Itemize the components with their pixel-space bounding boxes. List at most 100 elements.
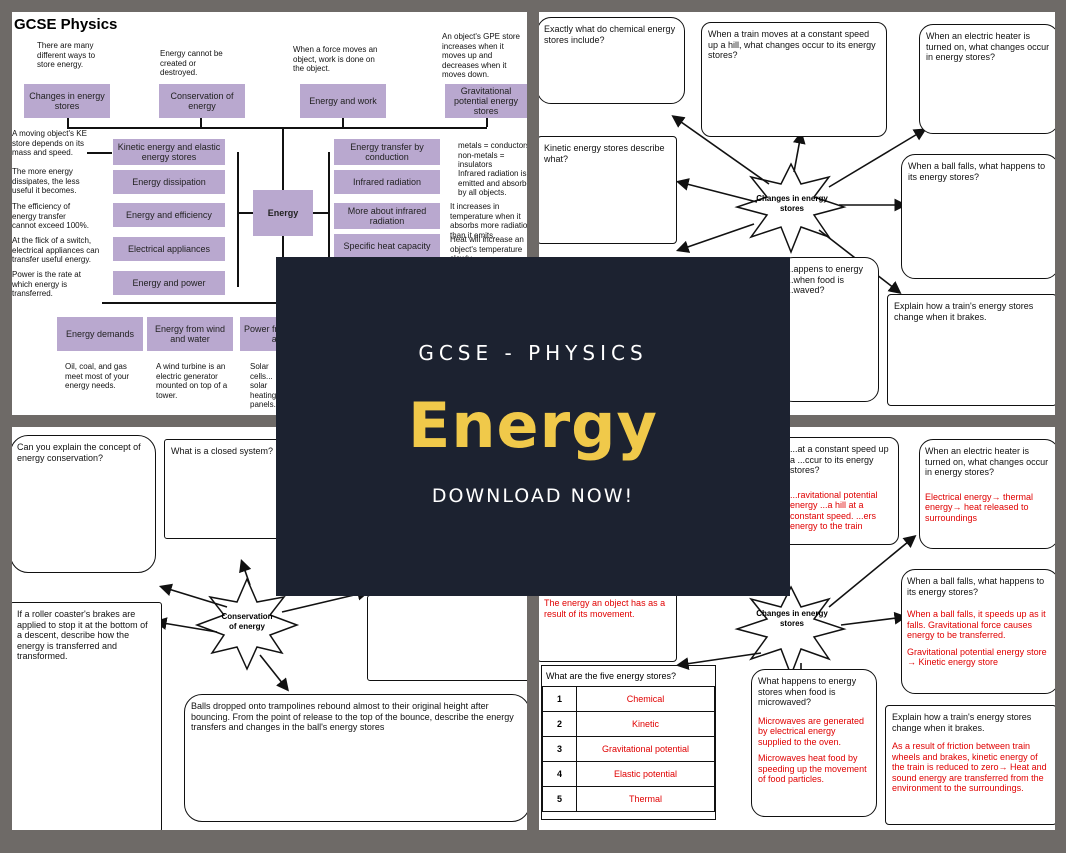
question-box[interactable]: When an electric heater is turned on, wh… (919, 24, 1055, 134)
question-text: Balls dropped onto trampolines rebound a… (191, 701, 514, 732)
question-box[interactable]: When a train moves at a constant speed u… (701, 22, 887, 137)
store-name: Elastic potential (576, 761, 715, 787)
note: At the flick of a switch, electrical app… (12, 236, 100, 264)
question-text: Kinetic energy stores describe what? (544, 143, 665, 164)
question-text: Explain how a train's energy stores chan… (894, 301, 1034, 322)
store-number: 1 (542, 686, 577, 712)
connector (87, 152, 112, 154)
question-text: ...at a constant speed up a ...ccur to i… (790, 444, 889, 475)
mindmap-panel: GCSE Physics There are many different wa… (12, 12, 527, 415)
note: When a force moves an object, work is do… (293, 45, 378, 73)
center-label: Changes in energy stores (756, 609, 828, 628)
connector (67, 117, 69, 127)
topic-box: Specific heat capacity (334, 234, 440, 258)
question-text: When an electric heater is turned on, wh… (925, 446, 1049, 477)
topic-box: Conservation of energy (159, 84, 245, 118)
download-cta[interactable]: DOWNLOAD NOW! (431, 485, 635, 507)
question-box[interactable]: Balls dropped onto trampolines rebound a… (184, 694, 527, 822)
question-text: Can you explain the concept of energy co… (17, 442, 141, 463)
topic-box: Energy and work (300, 84, 386, 118)
question-text: When a ball falls, what happens to its e… (908, 161, 1046, 182)
question-box[interactable]: ...appens to energy ...when food is ...w… (779, 257, 879, 402)
question-box[interactable]: Explain how a train's energy stores chan… (885, 705, 1055, 825)
answer-text: As a result of friction between train wh… (892, 741, 1047, 793)
topic-box: Energy and power (113, 271, 225, 295)
question-box[interactable]: ...at a constant speed up a ...ccur to i… (779, 437, 899, 545)
connector (342, 117, 344, 127)
store-number: 3 (542, 736, 577, 762)
question-text: When an electric heater is turned on, wh… (926, 31, 1050, 62)
answer-text: Microwaves are generated by electrical e… (758, 715, 865, 747)
question-box[interactable]: Kinetic energy stores describe what? (539, 136, 677, 244)
question-text: Explain how a train's energy stores chan… (892, 712, 1032, 733)
topic-box: Energy from wind and water (147, 317, 233, 351)
question-box[interactable]: Exactly what do chemical energy stores i… (539, 17, 685, 104)
note: Solar cells... solar heating panels. (250, 362, 277, 409)
store-number: 5 (542, 786, 577, 812)
answer-text: ...ravitational potential energy ...a hi… (790, 489, 878, 532)
answer-box[interactable] (367, 595, 527, 681)
answer-text: Electrical energy→ thermal energy→ heat … (925, 491, 1034, 523)
note: It increases in temperature when it abso… (450, 202, 527, 240)
question-box[interactable]: Explain how a train's energy stores chan… (887, 294, 1055, 406)
worksheet-questions-panel: Exactly what do chemical energy stores i… (539, 12, 1055, 415)
topic-box: Energy demands (57, 317, 143, 351)
note: Energy cannot be created or destroyed. (160, 49, 223, 77)
answer-text: Microwaves heat food by speeding up the … (758, 753, 867, 784)
question-box[interactable]: If a roller coaster's brakes are applied… (12, 602, 162, 830)
mindmap-title: GCSE Physics (14, 16, 118, 33)
store-name: Gravitational potential (576, 736, 715, 762)
topic-box: Energy dissipation (113, 170, 225, 194)
question-box[interactable]: What happens to energy stores when food … (751, 669, 877, 817)
note: Power is the rate at which energy is tra… (12, 270, 81, 298)
arrows-svg (671, 115, 927, 294)
connector (237, 212, 257, 214)
question-box[interactable]: What is a closed system? (164, 439, 292, 539)
note: A wind turbine is an electric generator … (156, 362, 228, 400)
topic-box: Changes in energy stores (24, 84, 110, 118)
question-box[interactable]: When a ball falls, what happens to its e… (901, 569, 1055, 694)
note: A moving object's KE store depends on it… (12, 129, 87, 157)
center-label: Changes in energy stores (756, 194, 828, 213)
question-text: If a roller coaster's brakes are applied… (17, 609, 148, 661)
question-text: ...appens to energy ...when food is ...w… (786, 264, 864, 295)
connector (328, 152, 330, 262)
note: The more energy dissipates, the less use… (12, 167, 80, 195)
store-name: Kinetic (576, 711, 715, 737)
store-number: 2 (542, 711, 577, 737)
connector (312, 212, 328, 214)
connector (200, 117, 202, 127)
center-label: Conservation of energy (221, 612, 273, 631)
connector (102, 302, 302, 304)
topic-box: Gravitational potential energy stores (445, 84, 527, 118)
topic-box: Kinetic energy and elastic energy stores (113, 139, 225, 165)
question-text: Exactly what do chemical energy stores i… (544, 24, 676, 45)
note: An object's GPE store increases when it … (442, 32, 521, 79)
connector (237, 152, 239, 287)
arrows-svg (153, 558, 371, 692)
banner-title: Energy (408, 389, 658, 462)
topic-box: Electrical appliances (113, 237, 225, 261)
connector (67, 127, 487, 129)
question-box[interactable]: When a ball falls, what happens to its e… (901, 154, 1055, 279)
store-number: 4 (542, 761, 577, 787)
note: Oil, coal, and gas meet most of your ene… (65, 362, 130, 390)
question-text: What happens to energy stores when food … (758, 676, 857, 707)
center-topic: Energy (253, 190, 313, 236)
note: metals = conductors. non-metals = insula… (458, 141, 527, 169)
question-box[interactable]: When an electric heater is turned on, wh… (919, 439, 1055, 549)
conservation-panel: Can you explain the concept of energy co… (12, 427, 527, 830)
note: There are many different ways to store e… (37, 41, 96, 69)
store-name: Thermal (576, 786, 715, 812)
question-text: When a train moves at a constant speed u… (708, 29, 876, 60)
answer-text: Gravitational potential energy store → K… (907, 646, 1047, 668)
question-box[interactable]: Can you explain the concept of energy co… (12, 435, 156, 573)
answer-text: The energy an object has as a result of … (544, 598, 666, 619)
promo-banner: GCSE - PHYSICS Energy DOWNLOAD NOW! (276, 257, 790, 596)
store-name: Chemical (576, 686, 715, 712)
